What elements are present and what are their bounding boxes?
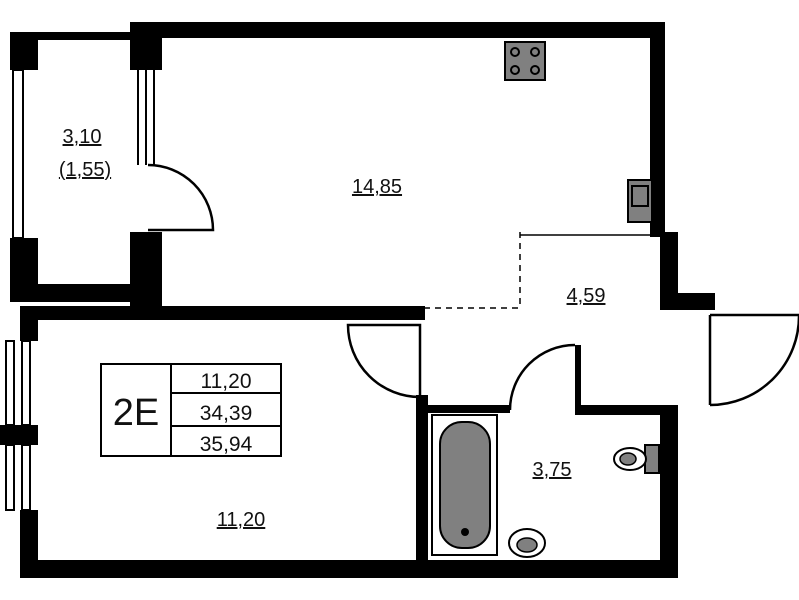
walls [0, 22, 715, 578]
balcony-reduced-area: (1,55) [59, 159, 111, 181]
open-boundary [380, 232, 660, 309]
apartment-type: 2E [113, 392, 159, 434]
bathroom-sink-icon [508, 528, 546, 558]
bathtub-icon [431, 414, 498, 556]
doors [147, 163, 799, 411]
living-kitchen-area: 14,85 [352, 176, 402, 198]
hallway-area: 4,59 [567, 285, 606, 307]
bathroom-area: 3,75 [533, 459, 572, 481]
kitchen-sink-icon [627, 179, 653, 223]
bedroom-area: 11,20 [217, 509, 266, 531]
total-area: 34,39 [200, 402, 253, 425]
apartment-legend: 2E 11,20 34,39 35,94 [100, 363, 282, 457]
balcony-area: 3,10 [63, 126, 102, 148]
stove-icon [504, 41, 546, 81]
toilet-icon [613, 444, 660, 474]
windows [5, 69, 155, 511]
total-area-with-balcony: 35,94 [200, 433, 253, 456]
living-area: 11,20 [201, 370, 252, 393]
